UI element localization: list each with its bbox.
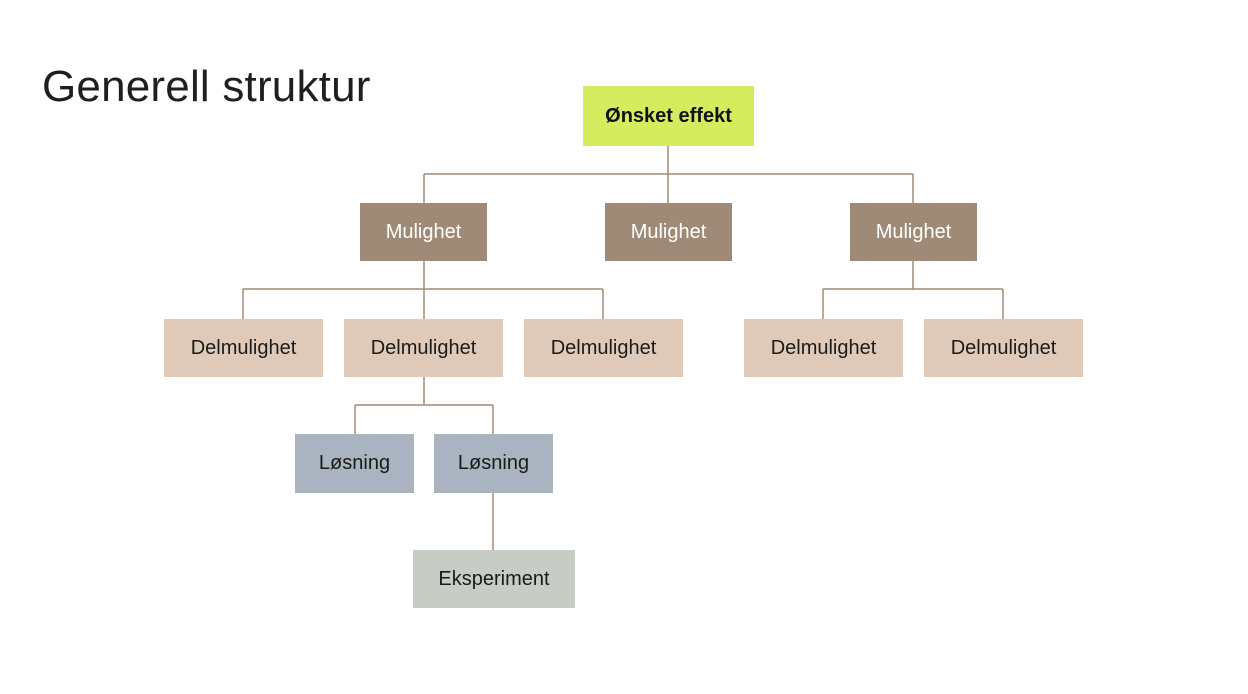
node-delmulighet-2: Delmulighet (344, 319, 503, 377)
node-delmulighet-4: Delmulighet (744, 319, 903, 377)
page-title: Generell struktur (42, 62, 371, 111)
node-label: Delmulighet (190, 336, 297, 359)
node-mulighet-3: Mulighet (850, 203, 977, 261)
node-losning-1: Løsning (295, 434, 414, 493)
node-label: Mulighet (385, 220, 462, 243)
node-label: Delmulighet (950, 336, 1057, 359)
node-delmulighet-3: Delmulighet (524, 319, 683, 377)
node-label: Eksperiment (438, 567, 550, 590)
node-onsket-effekt: Ønsket effekt (583, 86, 754, 146)
node-delmulighet-1: Delmulighet (164, 319, 323, 377)
node-delmulighet-5: Delmulighet (924, 319, 1083, 377)
node-label: Mulighet (630, 220, 707, 243)
node-label: Mulighet (875, 220, 952, 243)
node-mulighet-2: Mulighet (605, 203, 732, 261)
node-label: Delmulighet (770, 336, 877, 359)
node-label: Delmulighet (370, 336, 477, 359)
node-label: Løsning (318, 452, 391, 474)
node-label: Ønsket effekt (605, 104, 732, 127)
node-losning-2: Løsning (434, 434, 553, 493)
node-eksperiment: Eksperiment (413, 550, 575, 608)
node-label: Løsning (457, 452, 530, 474)
node-mulighet-1: Mulighet (360, 203, 487, 261)
node-label: Delmulighet (550, 336, 657, 359)
